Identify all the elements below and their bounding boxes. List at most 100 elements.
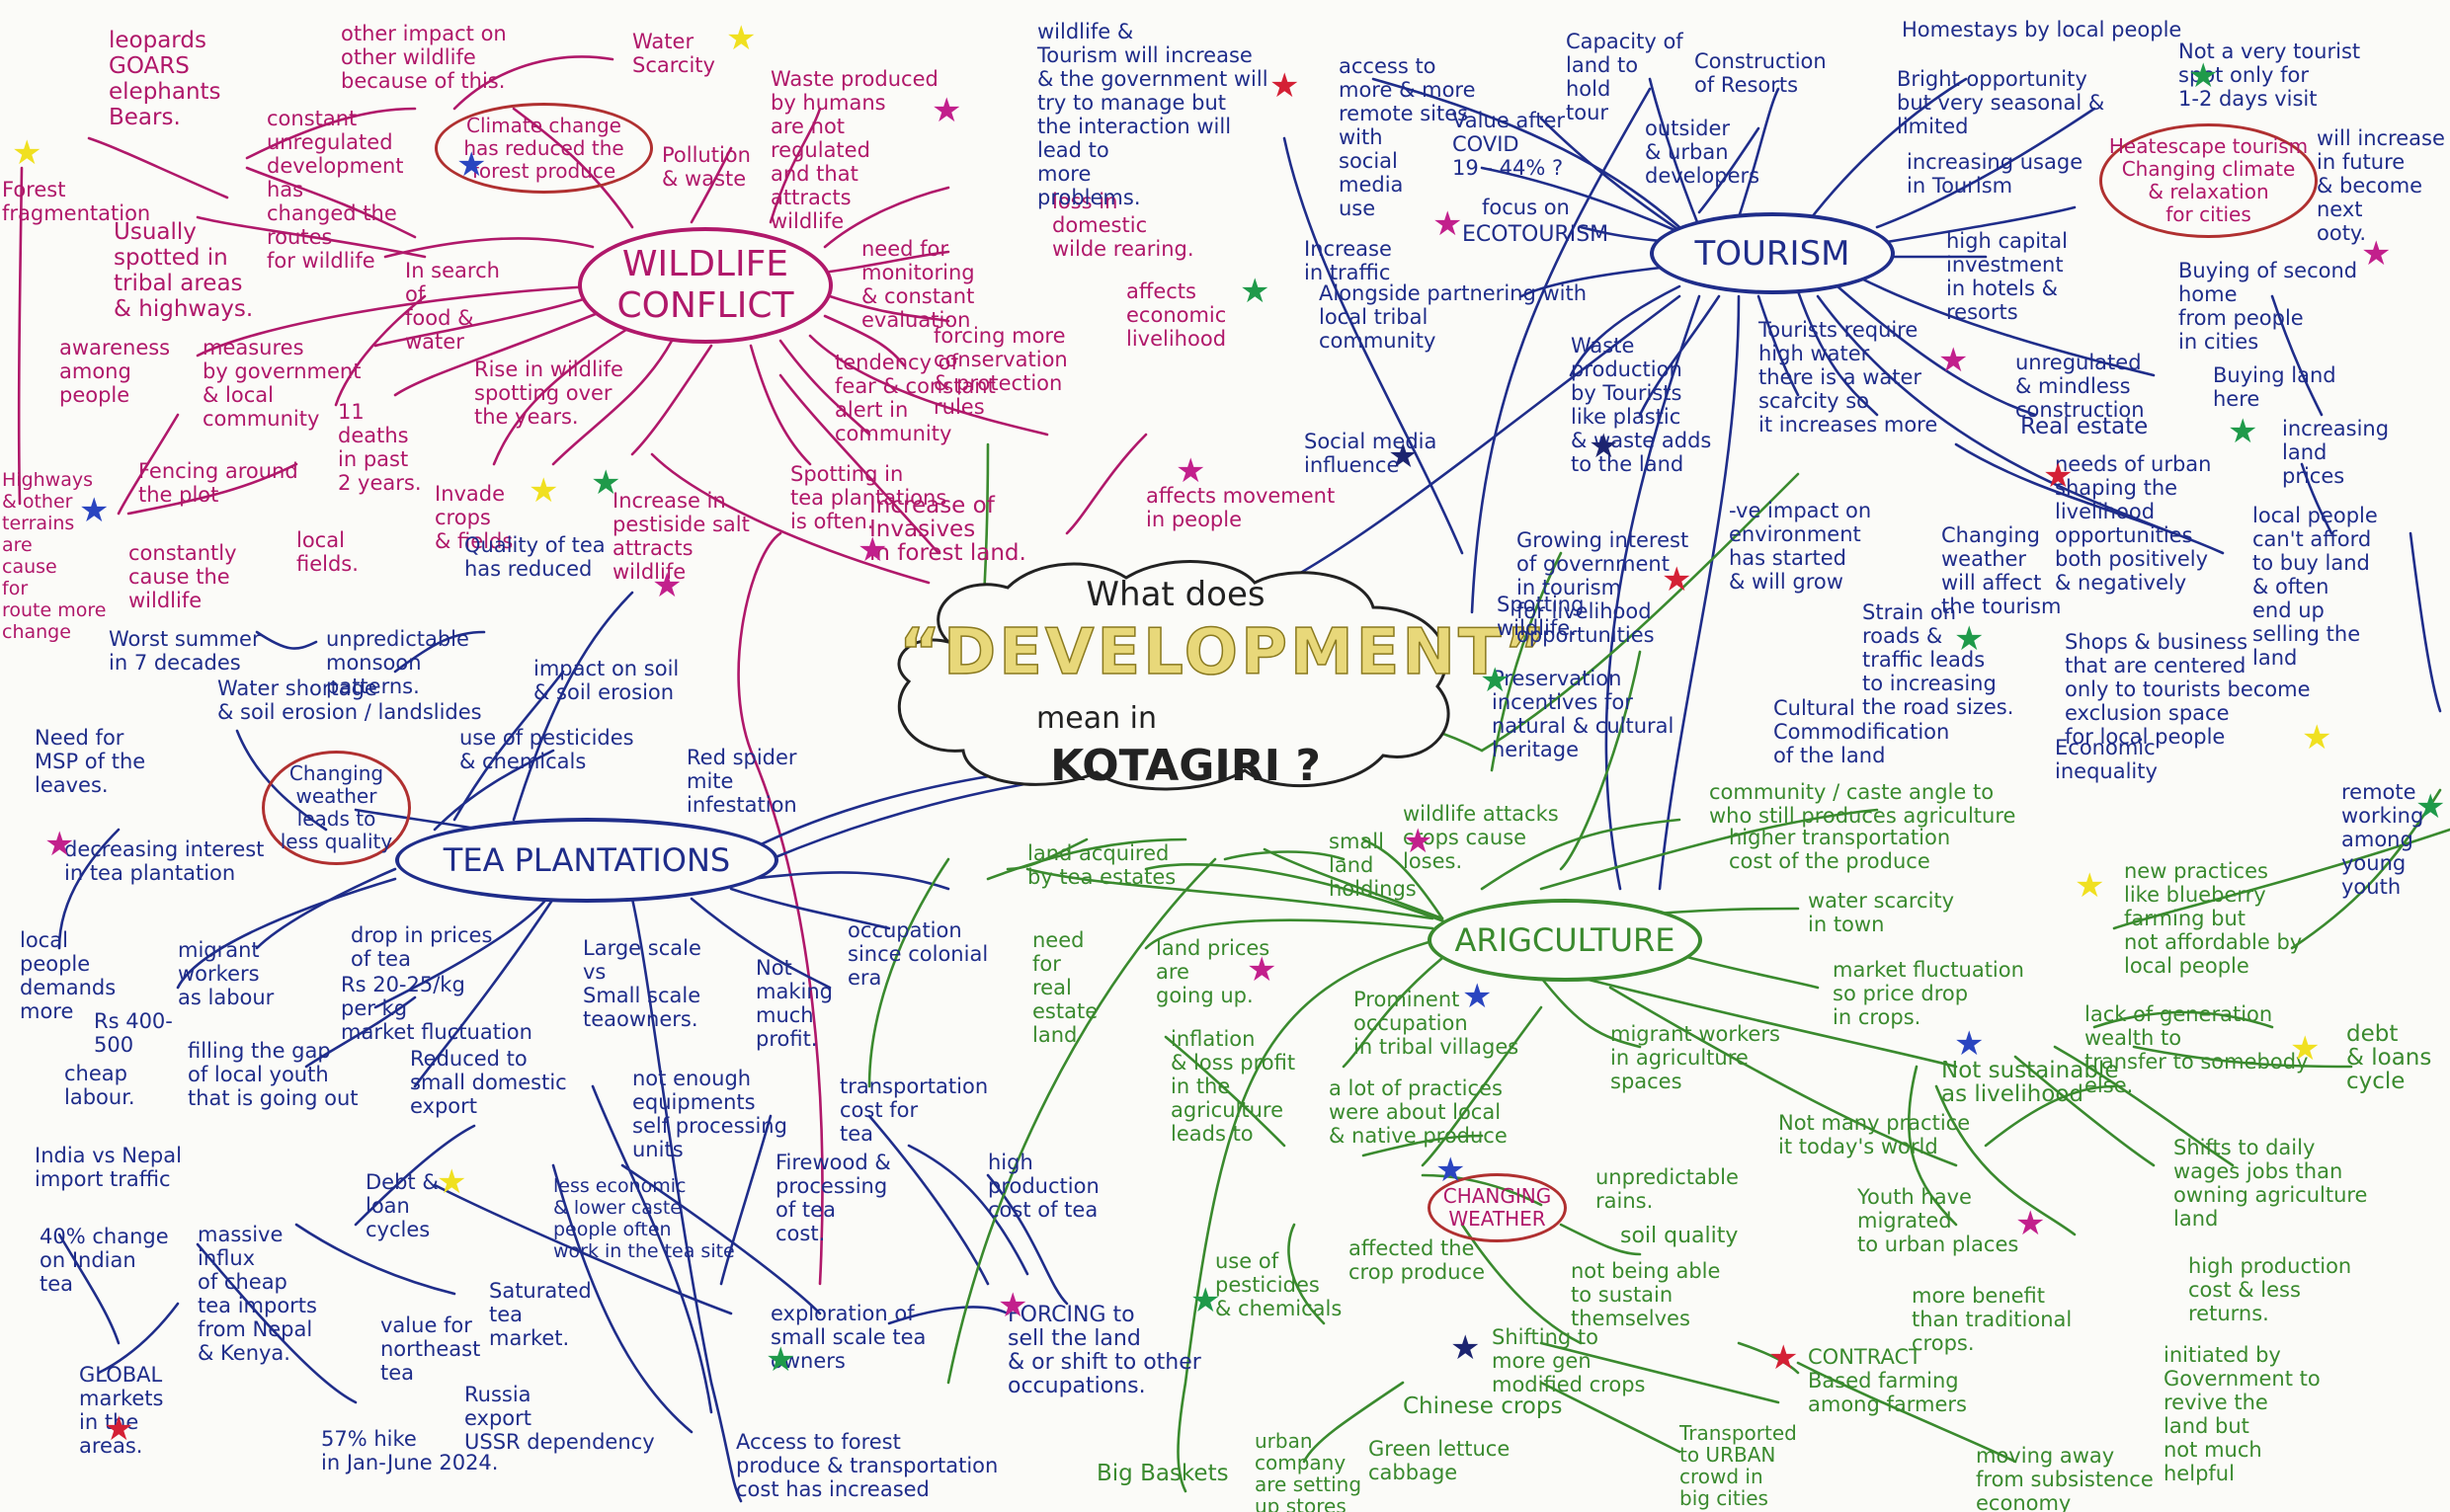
quote-close: ” [1504,615,1549,690]
note-msp-need: Need for MSP of the leaves. [35,726,146,797]
note-govt-interest: Growing interest of government in touris… [1516,528,1689,647]
note-conservation: forcing more conservation & protection r… [934,324,1068,419]
star-icon: ★ [456,145,487,185]
star-icon: ★ [2361,234,2392,274]
note-second-home: Buying of second home from people in cit… [2178,259,2358,354]
note-urban-needs: needs of urban shaping the livelihood op… [2055,452,2212,595]
note-forest-access: Access to forest produce & transportatio… [736,1430,999,1501]
note-green-lettuce: Green lettuce cabbage [1368,1437,1511,1484]
hub-wildlife-conflict: WILDLIFE CONFLICT [578,227,833,344]
note-firewood: Firewood & processing of tea cost. [776,1151,891,1245]
central-line-3: mean in [1036,701,1157,736]
note-high-water: Tourists require high water there is a w… [1758,318,1938,437]
note-outsider-developers: outsider & urban developers [1645,117,1760,188]
star-icon: ★ [1462,977,1493,1016]
note-other-impact: other impact on other wildlife because o… [341,22,507,93]
star-icon: ★ [2302,718,2332,757]
note-migrant-workers: migrant workers as labour [178,938,275,1009]
note-remote-working: remote working among young youth [2341,780,2424,899]
note-red-spider: Red spider mite infestation [687,746,797,817]
note-real-estate-need: need for real estate land [1032,928,1099,1047]
star-icon: ★ [1589,427,1619,466]
note-food-water: In search of food & water [405,259,500,354]
star-icon: ★ [2415,787,2446,827]
ring-heatescape-tourism: Heatescape tourism Changing climate & re… [2099,123,2318,238]
note-remote-sites: access to more & more remote sites with … [1339,54,1476,220]
note-focus-on: focus on [1482,196,1570,219]
note-land-acquired: land acquired by tea estates [1027,841,1177,889]
note-tribal-partnering: Alongside partnering with local tribal c… [1319,281,1588,353]
note-wildlife-attacks: wildlife attacks crops cause loses. [1403,802,1559,873]
star-icon: ★ [104,1409,134,1449]
note-native-produce: a lot of practices were about local & na… [1329,1076,1508,1148]
note-homestays: Homestays by local people [1902,18,2182,41]
note-waste-humans: Waste produced by humans are not regulat… [771,67,939,233]
star-icon: ★ [1768,1338,1799,1378]
note-inflation-loss: inflation & loss profit in the agricultu… [1171,1027,1296,1146]
note-local-demands: local people demands more [20,928,117,1023]
note-land-capacity: Capacity of land to hold tour [1566,30,1683,124]
note-not-sustain: not being able to sustain themselves [1571,1259,1721,1330]
note-hike: 57% hike in Jan-June 2024. [321,1427,499,1474]
note-water-scarcity-w: Water Scarcity [632,30,715,77]
note-soil-impact: impact on soil & soil erosion [533,657,680,704]
note-social-media: Social media influence [1304,430,1437,477]
note-unregulated-dev: constant unregulated development has cha… [267,107,404,273]
note-negative-impact: -ve impact on environment has started & … [1729,499,1872,594]
note-pesticides-agri: use of pesticides & chemicals [1215,1249,1343,1320]
star-icon: ★ [1269,66,1300,106]
note-forcing-sell: FORCING to sell the land & or shift to o… [1008,1303,1201,1398]
note-water-scarcity-a: water scarcity in town [1808,889,1955,936]
note-contract-farming: CONTRACT Based farming among farmers [1808,1345,1967,1416]
star-icon: ★ [726,19,757,58]
note-urban-company: urban company are setting up stores [1255,1429,1362,1512]
star-icon: ★ [1662,560,1692,599]
quote-open: “ [898,615,944,690]
note-highways: Highways & other terrains are cause for … [2,469,107,643]
star-icon: ★ [591,463,621,503]
central-question: What does “DEVELOPMENT” mean in KOTAGIRI… [879,553,1546,800]
star-icon: ★ [2290,1029,2321,1069]
note-covid-value: Value after COVID 19 - 44% ? [1452,109,1566,180]
note-fear-alert: tendency of fear & constant alert in com… [835,351,996,445]
note-russia-export: Russia export USSR dependency [464,1383,655,1454]
central-line-4: KOTAGIRI ? [1050,741,1321,791]
agri-connectors [867,442,2450,1493]
ring-changing-weather-tea: Changing weather leads to less quality [262,751,411,865]
note-local-fields: local fields. [296,528,359,576]
note-gen-modified: Shifting to more gen modified crops [1492,1325,1646,1396]
note-rise-spotting: Rise in wildlife spotting over the years… [474,358,623,429]
note-preservation: Preservation incentives for natural & cu… [1492,667,1674,761]
hub-tea-plantations: TEA PLANTATIONS [395,818,778,903]
star-icon: ★ [2043,456,2074,496]
ring-climate-change: Climate change has reduced the forest pr… [435,103,653,194]
star-icon: ★ [1450,1328,1481,1368]
note-land-prices-up: land prices are going up. [1156,936,1270,1007]
hub-agriculture: ARIGCULTURE [1428,899,1702,982]
note-water-shortage: Water shortage & soil erosion / landslid… [217,676,482,724]
note-tea-quality: Quality of tea has reduced [464,533,606,581]
note-soil-quality: soil quality [1620,1224,1739,1248]
star-icon: ★ [1388,437,1419,476]
star-icon: ★ [2075,866,2105,906]
note-high-production-agri: high production cost & less returns. [2188,1254,2352,1325]
note-weather-tourism: Changing weather will affect the tourism [1941,523,2062,618]
star-icon: ★ [858,530,888,570]
note-youth-migrated: Youth have migrated to urban places [1857,1185,2019,1256]
note-india-nepal: India vs Nepal import traffic [35,1144,182,1191]
note-northeast-tea: value for northeast tea [380,1313,481,1385]
wildlife-connectors [17,55,1148,1286]
note-unpredictable-rains: unpredictable rains. [1595,1165,1739,1213]
note-tourism-usage: increasing usage in Tourism [1907,150,2083,198]
note-worst-summer: Worst summer in 7 decades [109,627,261,675]
note-buying-land: Buying land here [2213,363,2336,411]
note-affects-movement: affects movement in people [1146,484,1336,531]
note-generation-wealth: lack of generation wealth to transfer to… [2084,1002,2309,1097]
star-icon: ★ [998,1286,1028,1325]
note-not-profit: Not making much profit. [756,956,833,1051]
star-icon: ★ [652,566,683,605]
star-icon: ★ [437,1162,467,1202]
note-more-benefit: more benefit than traditional crops. [1912,1284,2073,1355]
